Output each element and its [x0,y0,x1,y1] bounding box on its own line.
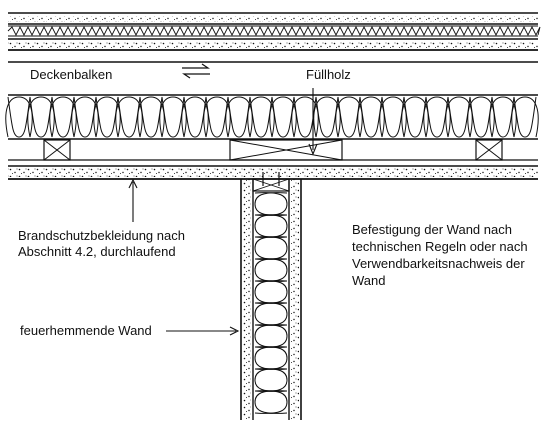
leader-lines [128,88,318,336]
beam-label: Deckenbalken [30,67,113,82]
double-arrow-symbol [182,63,210,79]
ceiling-cladding [8,165,538,180]
wall-label: feuerhemmende Wand [20,323,152,338]
fastening-label-line2: technischen Regeln oder nach [352,239,528,254]
top-board-layer [7,12,541,51]
wall-section [240,172,302,420]
cladding-label-line2: Abschnitt 4.2, durchlaufend [18,244,176,259]
ceiling-insulation [5,94,539,140]
fastening-label-line3: Verwendbarkeitsnachweis der [352,256,525,271]
top-insulation-pattern [7,25,541,37]
fastening-label-line4: Wand [352,273,386,288]
filler-timber [229,139,343,161]
batten-layer [8,139,538,161]
batten-left [43,139,71,161]
fastening-label-line1: Befestigung der Wand nach [352,222,512,237]
batten-right [475,139,503,161]
wall-insulation [254,192,288,414]
cladding-label-line1: Brandschutzbekleidung nach [18,228,185,243]
filler-timber-label: Füllholz [306,67,351,82]
